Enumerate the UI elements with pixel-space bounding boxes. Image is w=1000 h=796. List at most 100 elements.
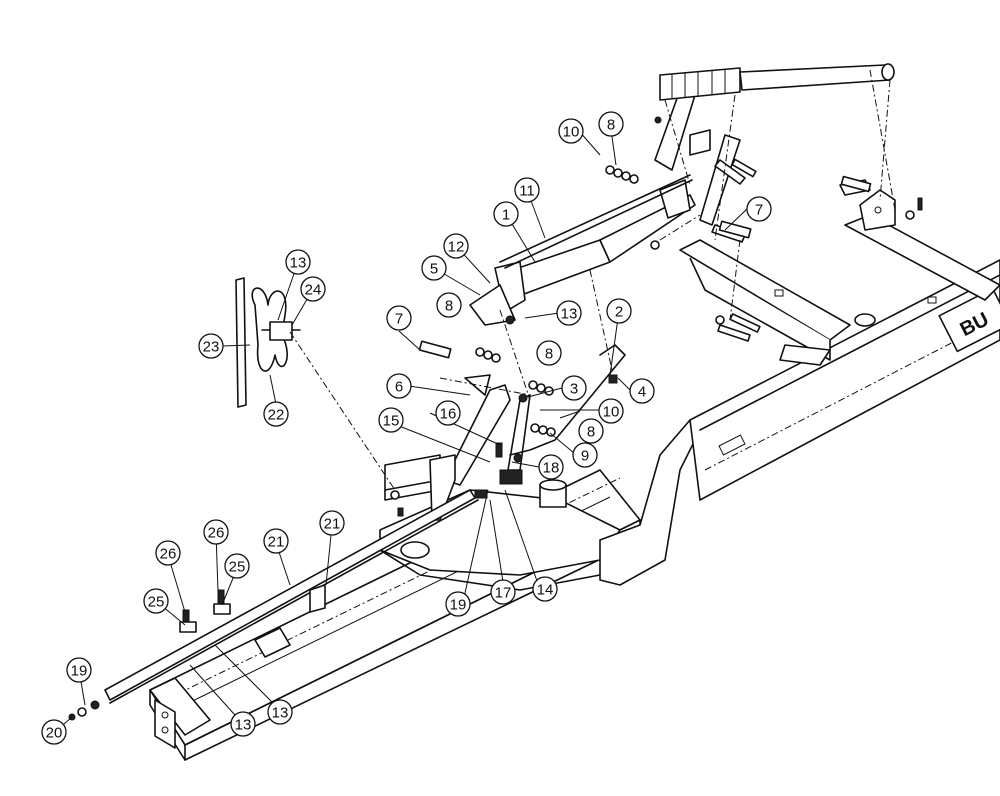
harness-detail <box>235 277 396 491</box>
callout-circle <box>300 276 326 302</box>
callout-circle <box>386 305 412 331</box>
callout-circle <box>66 657 92 683</box>
callout-circle <box>41 719 67 745</box>
callout-5: 5 <box>421 255 447 281</box>
assembly-lines <box>439 214 741 401</box>
hydraulic-cylinder <box>469 174 696 326</box>
callout-8: 8 <box>578 418 604 444</box>
callout-circle <box>445 591 471 617</box>
callout-label: 8 <box>587 424 595 441</box>
callout-circle <box>578 418 604 444</box>
callout-label: 8 <box>545 346 553 363</box>
callout-label: 13 <box>290 255 307 272</box>
callout-label: 19 <box>71 663 88 680</box>
callout-14: 14 <box>532 576 558 602</box>
callout-circle <box>203 519 229 545</box>
callout-circle <box>421 255 447 281</box>
callout-label: 21 <box>324 516 341 533</box>
callout-label: 5 <box>430 261 438 278</box>
callout-circle <box>561 375 587 401</box>
callout-label: 24 <box>305 282 322 299</box>
callout-circle <box>386 373 412 399</box>
callout-circle <box>436 292 462 318</box>
callout-10: 10 <box>558 118 584 144</box>
callout-label: 25 <box>148 594 165 611</box>
callout-6: 6 <box>386 373 412 399</box>
callout-circle <box>746 196 772 222</box>
upper-cross-beam <box>679 214 1000 366</box>
callout-circle <box>378 407 404 433</box>
callout-label: 13 <box>272 705 289 722</box>
callout-label: 19 <box>450 597 467 614</box>
callout-13: 13 <box>285 249 311 275</box>
callout-circle <box>263 401 289 427</box>
rear-frame: BU <box>599 259 1000 586</box>
callout-9: 9 <box>572 442 598 468</box>
callout-circle <box>556 300 582 326</box>
callout-7: 7 <box>386 305 412 331</box>
callout-label: 16 <box>440 406 457 423</box>
callout-label: 21 <box>268 534 285 551</box>
callout-circle <box>155 540 181 566</box>
callout-10: 10 <box>598 398 624 424</box>
callout-22: 22 <box>263 401 289 427</box>
callout-label: 10 <box>603 404 620 421</box>
callout-circle <box>224 553 250 579</box>
callout-circle <box>443 233 469 259</box>
callout-label: 13 <box>561 306 578 323</box>
callout-label: 14 <box>537 582 554 599</box>
callout-circle <box>490 579 516 605</box>
callout-circle <box>230 711 256 737</box>
callout-label: 7 <box>395 311 403 328</box>
callout-label: 2 <box>615 304 623 321</box>
callout-label: 7 <box>755 202 763 219</box>
callout-13: 13 <box>230 711 256 737</box>
callout-circle <box>267 699 293 725</box>
callout-label: 26 <box>160 546 177 563</box>
callout-circle <box>536 340 562 366</box>
callout-circle <box>532 576 558 602</box>
callout-label: 18 <box>543 460 560 477</box>
callout-label: 8 <box>445 298 453 315</box>
callout-circle <box>493 201 519 227</box>
drive-shaft <box>659 63 896 241</box>
callout-19: 19 <box>66 657 92 683</box>
callout-13: 13 <box>556 300 582 326</box>
callout-8: 8 <box>536 340 562 366</box>
callout-20: 20 <box>41 719 67 745</box>
callout-circle <box>435 400 461 426</box>
callout-18: 18 <box>538 454 564 480</box>
callout-circle <box>285 249 311 275</box>
callout-label: 8 <box>607 117 615 134</box>
callout-label: 1 <box>502 207 510 224</box>
callout-circle <box>198 333 224 359</box>
callout-label: 22 <box>268 407 285 424</box>
callout-21: 21 <box>263 528 289 554</box>
callout-1: 1 <box>493 201 519 227</box>
callout-17: 17 <box>490 579 516 605</box>
callout-15: 15 <box>378 407 404 433</box>
callout-label: 12 <box>448 239 465 256</box>
callout-label: 15 <box>383 413 400 430</box>
callout-circle <box>319 510 345 536</box>
callout-label: 4 <box>638 384 646 401</box>
callout-19: 19 <box>445 591 471 617</box>
callout-23: 23 <box>198 333 224 359</box>
callout-circle <box>572 442 598 468</box>
callout-circle <box>606 298 632 324</box>
callout-circle <box>538 454 564 480</box>
callout-label: 23 <box>203 339 220 356</box>
callout-25: 25 <box>143 588 169 614</box>
callout-label: 11 <box>519 183 535 200</box>
callout-2: 2 <box>606 298 632 324</box>
callout-label: 3 <box>570 381 578 398</box>
callout-3: 3 <box>561 375 587 401</box>
callout-4: 4 <box>629 378 655 404</box>
callout-24: 24 <box>300 276 326 302</box>
callout-8: 8 <box>436 292 462 318</box>
callout-label: 6 <box>395 379 403 396</box>
callout-label: 10 <box>563 124 580 141</box>
